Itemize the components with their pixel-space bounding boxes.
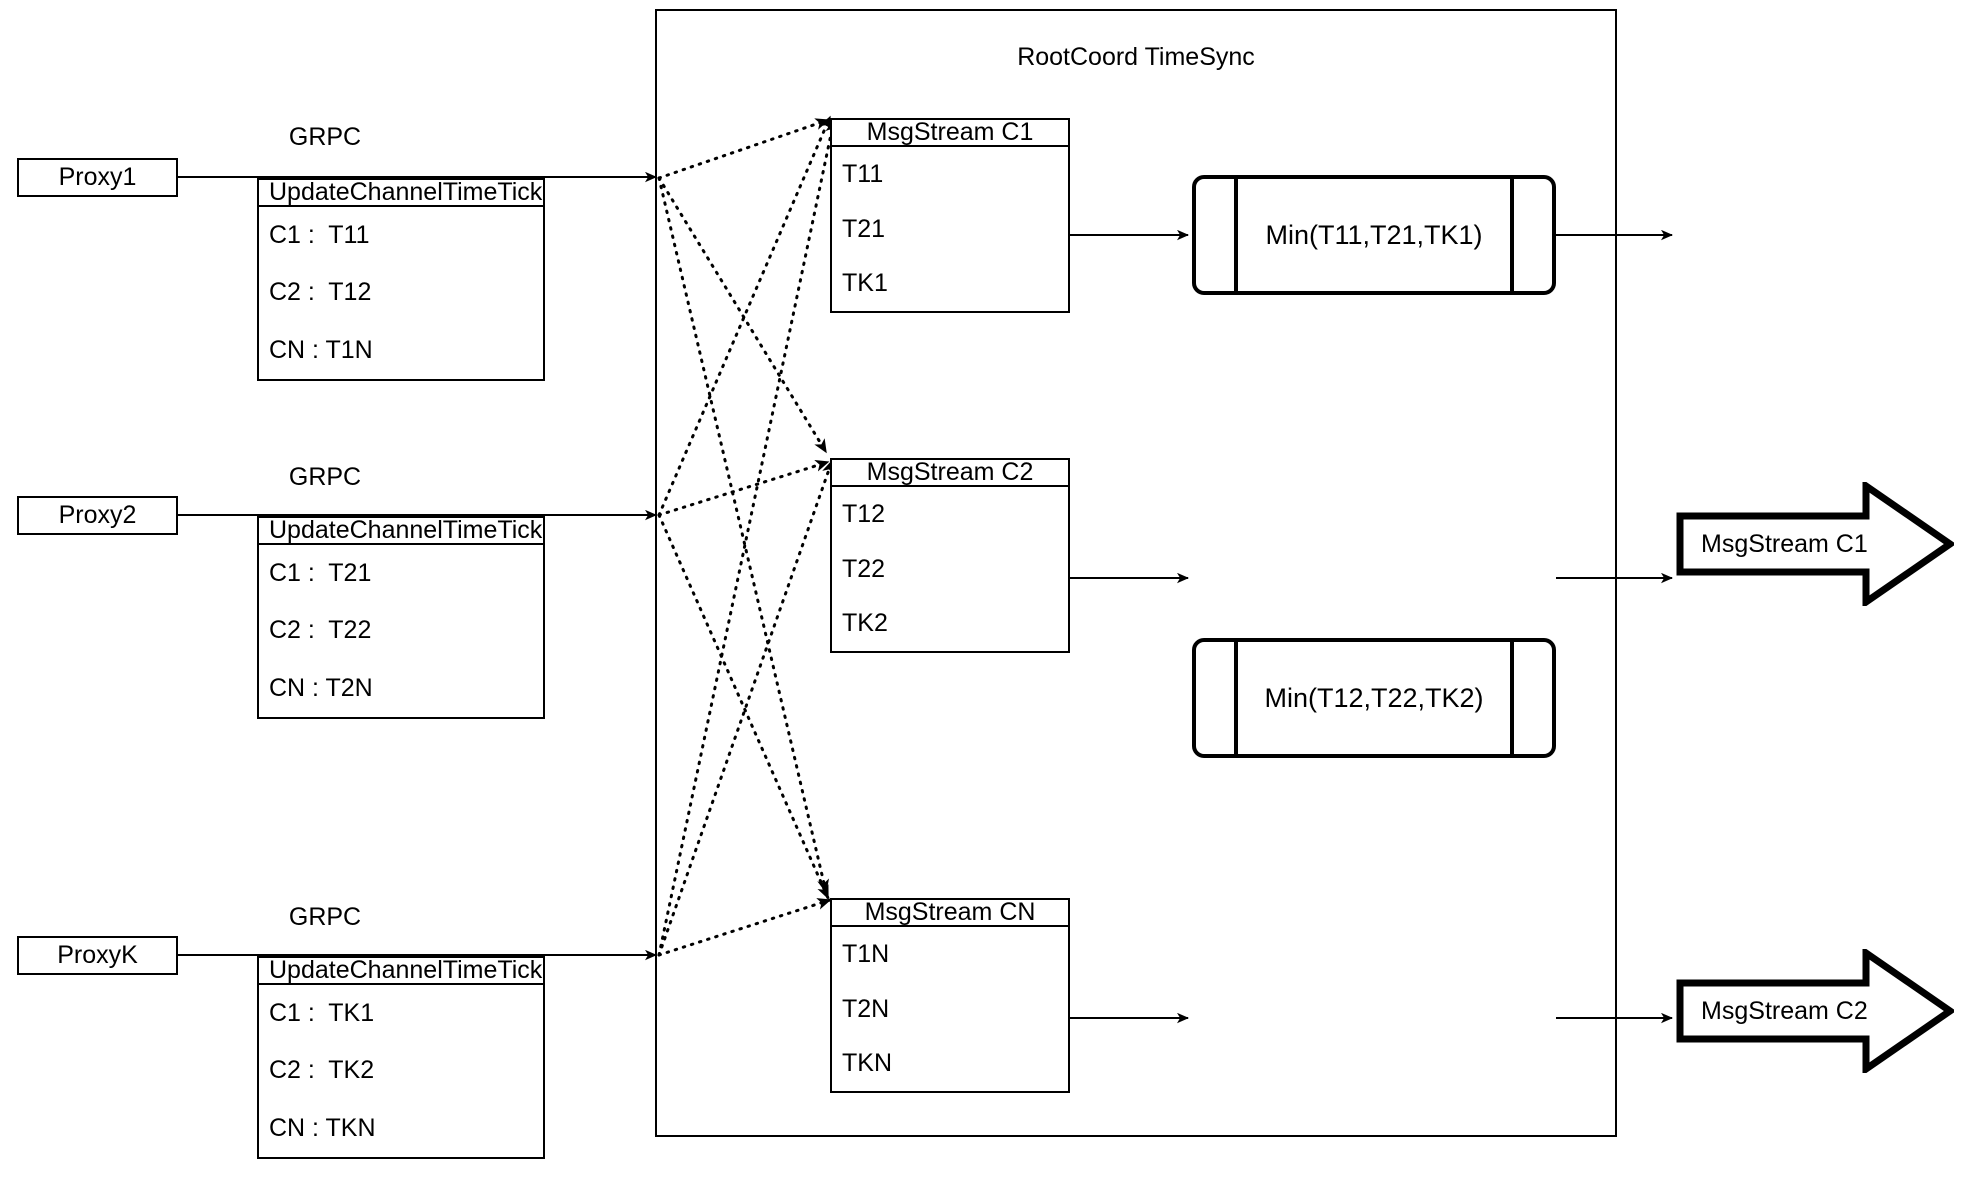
list-item: T12 — [832, 487, 1068, 542]
msgstream-1-body: T11 T21 TK1 — [832, 147, 1068, 311]
table-2-row-0: C1 : T21 — [269, 559, 372, 588]
list-item: T2N — [832, 982, 1068, 1037]
msgstream-2-title: MsgStream C2 — [832, 460, 1068, 487]
list-item: T22 — [832, 542, 1068, 597]
process-left-pad — [1196, 642, 1234, 754]
output-block-arrow-2: MsgStream C2 — [1676, 949, 1954, 1073]
process-right-pad — [1514, 642, 1552, 754]
table-row: CN : T1N — [259, 322, 543, 379]
process-left-bar — [1234, 642, 1238, 754]
msgstream-1-title-text: MsgStream C1 — [866, 118, 1034, 146]
msgstream-2-title-text: MsgStream C2 — [866, 458, 1034, 486]
grpc-label-3-text: GRPC — [288, 903, 362, 931]
proxy-box-2-label: Proxy2 — [58, 501, 137, 529]
msgstream-1-row-2: TK1 — [842, 269, 888, 298]
table-row: C1 : T11 — [259, 207, 543, 264]
grpc-label-2: GRPC — [215, 465, 435, 490]
table-row: C2 : T22 — [259, 602, 543, 659]
table-row: CN : TKN — [259, 1100, 543, 1157]
process-right-bar — [1510, 642, 1514, 754]
msgstream-3-title-text: MsgStream CN — [864, 898, 1036, 926]
output-block-arrow-1: MsgStream C1 — [1676, 482, 1954, 606]
proxy-box-3[interactable]: ProxyK — [17, 936, 178, 975]
msgstream-3-title: MsgStream CN — [832, 900, 1068, 927]
table-row: C1 : T21 — [259, 545, 543, 602]
table-3-row-2: CN : TKN — [269, 1113, 376, 1142]
table-2-body: C1 : T21 C2 : T22 CN : T2N — [259, 545, 543, 717]
process-left-bar — [1234, 179, 1238, 291]
block-arrow-shape — [1676, 949, 1954, 1073]
min-process-2: Min(T12,T22,TK2) — [1192, 638, 1556, 758]
table-1-row-0: C1 : T11 — [269, 221, 370, 250]
grpc-label-3: GRPC — [215, 905, 435, 930]
list-item: T1N — [832, 927, 1068, 982]
table-row: C2 : T12 — [259, 264, 543, 321]
update-channel-time-tick-table-2: UpdateChannelTimeTick C1 : T21 C2 : T22 … — [257, 516, 545, 719]
proxy-box-1[interactable]: Proxy1 — [17, 158, 178, 197]
msgstream-box-3: MsgStream CN T1N T2N TKN — [830, 898, 1070, 1093]
table-2-title: UpdateChannelTimeTick — [259, 518, 543, 545]
table-3-title-text: UpdateChannelTimeTick — [269, 956, 543, 984]
table-row: C1 : TK1 — [259, 985, 543, 1042]
table-1-title: UpdateChannelTimeTick — [259, 180, 543, 207]
msgstream-1-title: MsgStream C1 — [832, 120, 1068, 147]
min-process-1-label-wrap: Min(T11,T21,TK1) — [1238, 179, 1510, 291]
msgstream-3-row-2: TKN — [842, 1049, 892, 1078]
table-3-title: UpdateChannelTimeTick — [259, 958, 543, 985]
min-process-2-label-wrap: Min(T12,T22,TK2) — [1238, 642, 1510, 754]
update-channel-time-tick-table-1: UpdateChannelTimeTick C1 : T11 C2 : T12 … — [257, 178, 545, 381]
msgstream-2-row-2: TK2 — [842, 609, 888, 638]
table-3-row-0: C1 : TK1 — [269, 999, 375, 1028]
msgstream-2-row-0: T12 — [842, 499, 886, 528]
grpc-label-1: GRPC — [215, 125, 435, 150]
table-row: C2 : TK2 — [259, 1042, 543, 1099]
table-2-title-text: UpdateChannelTimeTick — [269, 516, 543, 544]
table-row: CN : T2N — [259, 660, 543, 717]
msgstream-1-row-0: T11 — [842, 159, 884, 188]
list-item: TKN — [832, 1036, 1068, 1091]
table-1-title-text: UpdateChannelTimeTick — [269, 178, 543, 206]
msgstream-3-row-0: T1N — [842, 939, 890, 968]
container-title-text: RootCoord TimeSync — [1017, 43, 1255, 71]
grpc-label-2-text: GRPC — [288, 463, 362, 491]
min-process-1-label: Min(T11,T21,TK1) — [1265, 219, 1483, 250]
msgstream-2-row-1: T22 — [842, 554, 886, 583]
msgstream-3-body: T1N T2N TKN — [832, 927, 1068, 1091]
rootcoord-timesync-title: RootCoord TimeSync — [655, 45, 1617, 70]
block-arrow-shape — [1676, 482, 1954, 606]
msgstream-box-1: MsgStream C1 T11 T21 TK1 — [830, 118, 1070, 313]
proxy-box-1-label: Proxy1 — [58, 163, 137, 191]
msgstream-box-2: MsgStream C2 T12 T22 TK2 — [830, 458, 1070, 653]
proxy-box-2[interactable]: Proxy2 — [17, 496, 178, 535]
table-1-row-1: C2 : T12 — [269, 278, 372, 307]
list-item: TK2 — [832, 596, 1068, 651]
process-right-pad — [1514, 179, 1552, 291]
table-1-body: C1 : T11 C2 : T12 CN : T1N — [259, 207, 543, 379]
update-channel-time-tick-table-3: UpdateChannelTimeTick C1 : TK1 C2 : TK2 … — [257, 956, 545, 1159]
table-3-body: C1 : TK1 C2 : TK2 CN : TKN — [259, 985, 543, 1157]
msgstream-2-body: T12 T22 TK2 — [832, 487, 1068, 651]
min-process-2-label: Min(T12,T22,TK2) — [1264, 682, 1484, 713]
table-3-row-1: C2 : TK2 — [269, 1056, 375, 1085]
list-item: T11 — [832, 147, 1068, 202]
list-item: T21 — [832, 202, 1068, 257]
table-2-row-2: CN : T2N — [269, 673, 373, 702]
table-2-row-1: C2 : T22 — [269, 616, 372, 645]
min-process-1: Min(T11,T21,TK1) — [1192, 175, 1556, 295]
process-right-bar — [1510, 179, 1514, 291]
msgstream-1-row-1: T21 — [842, 214, 886, 243]
table-1-row-2: CN : T1N — [269, 335, 373, 364]
list-item: TK1 — [832, 256, 1068, 311]
proxy-box-3-label: ProxyK — [57, 941, 138, 969]
msgstream-3-row-1: T2N — [842, 994, 890, 1023]
grpc-label-1-text: GRPC — [288, 123, 362, 151]
process-left-pad — [1196, 179, 1234, 291]
rootcoord-timesync-container — [655, 9, 1617, 1137]
